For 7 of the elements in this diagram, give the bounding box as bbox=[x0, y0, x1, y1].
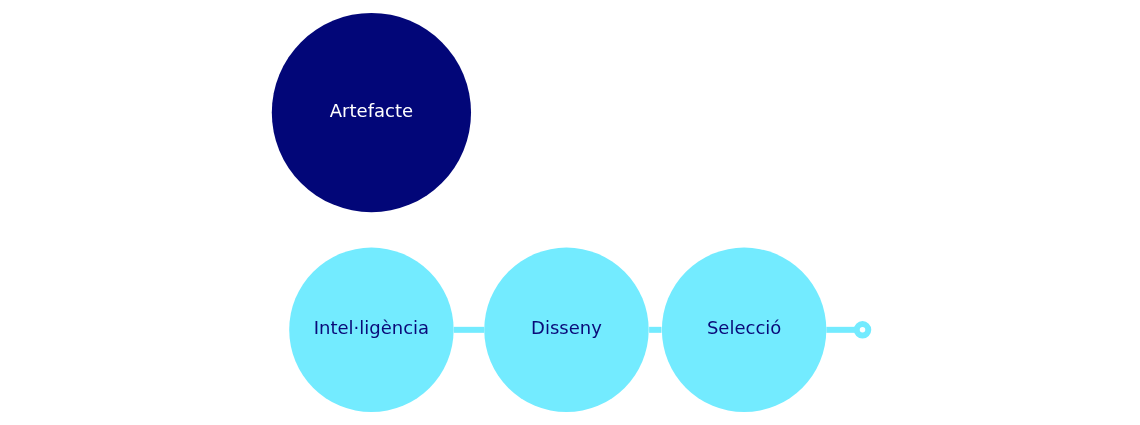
connector bbox=[648, 326, 661, 333]
connector bbox=[453, 326, 484, 333]
node-circle: Artefacte bbox=[271, 12, 471, 213]
node-circle: Intel·ligència bbox=[288, 247, 454, 413]
connector bbox=[825, 326, 857, 333]
node-circle: Selecció bbox=[661, 247, 826, 413]
node-circle: Disseny bbox=[483, 247, 649, 413]
